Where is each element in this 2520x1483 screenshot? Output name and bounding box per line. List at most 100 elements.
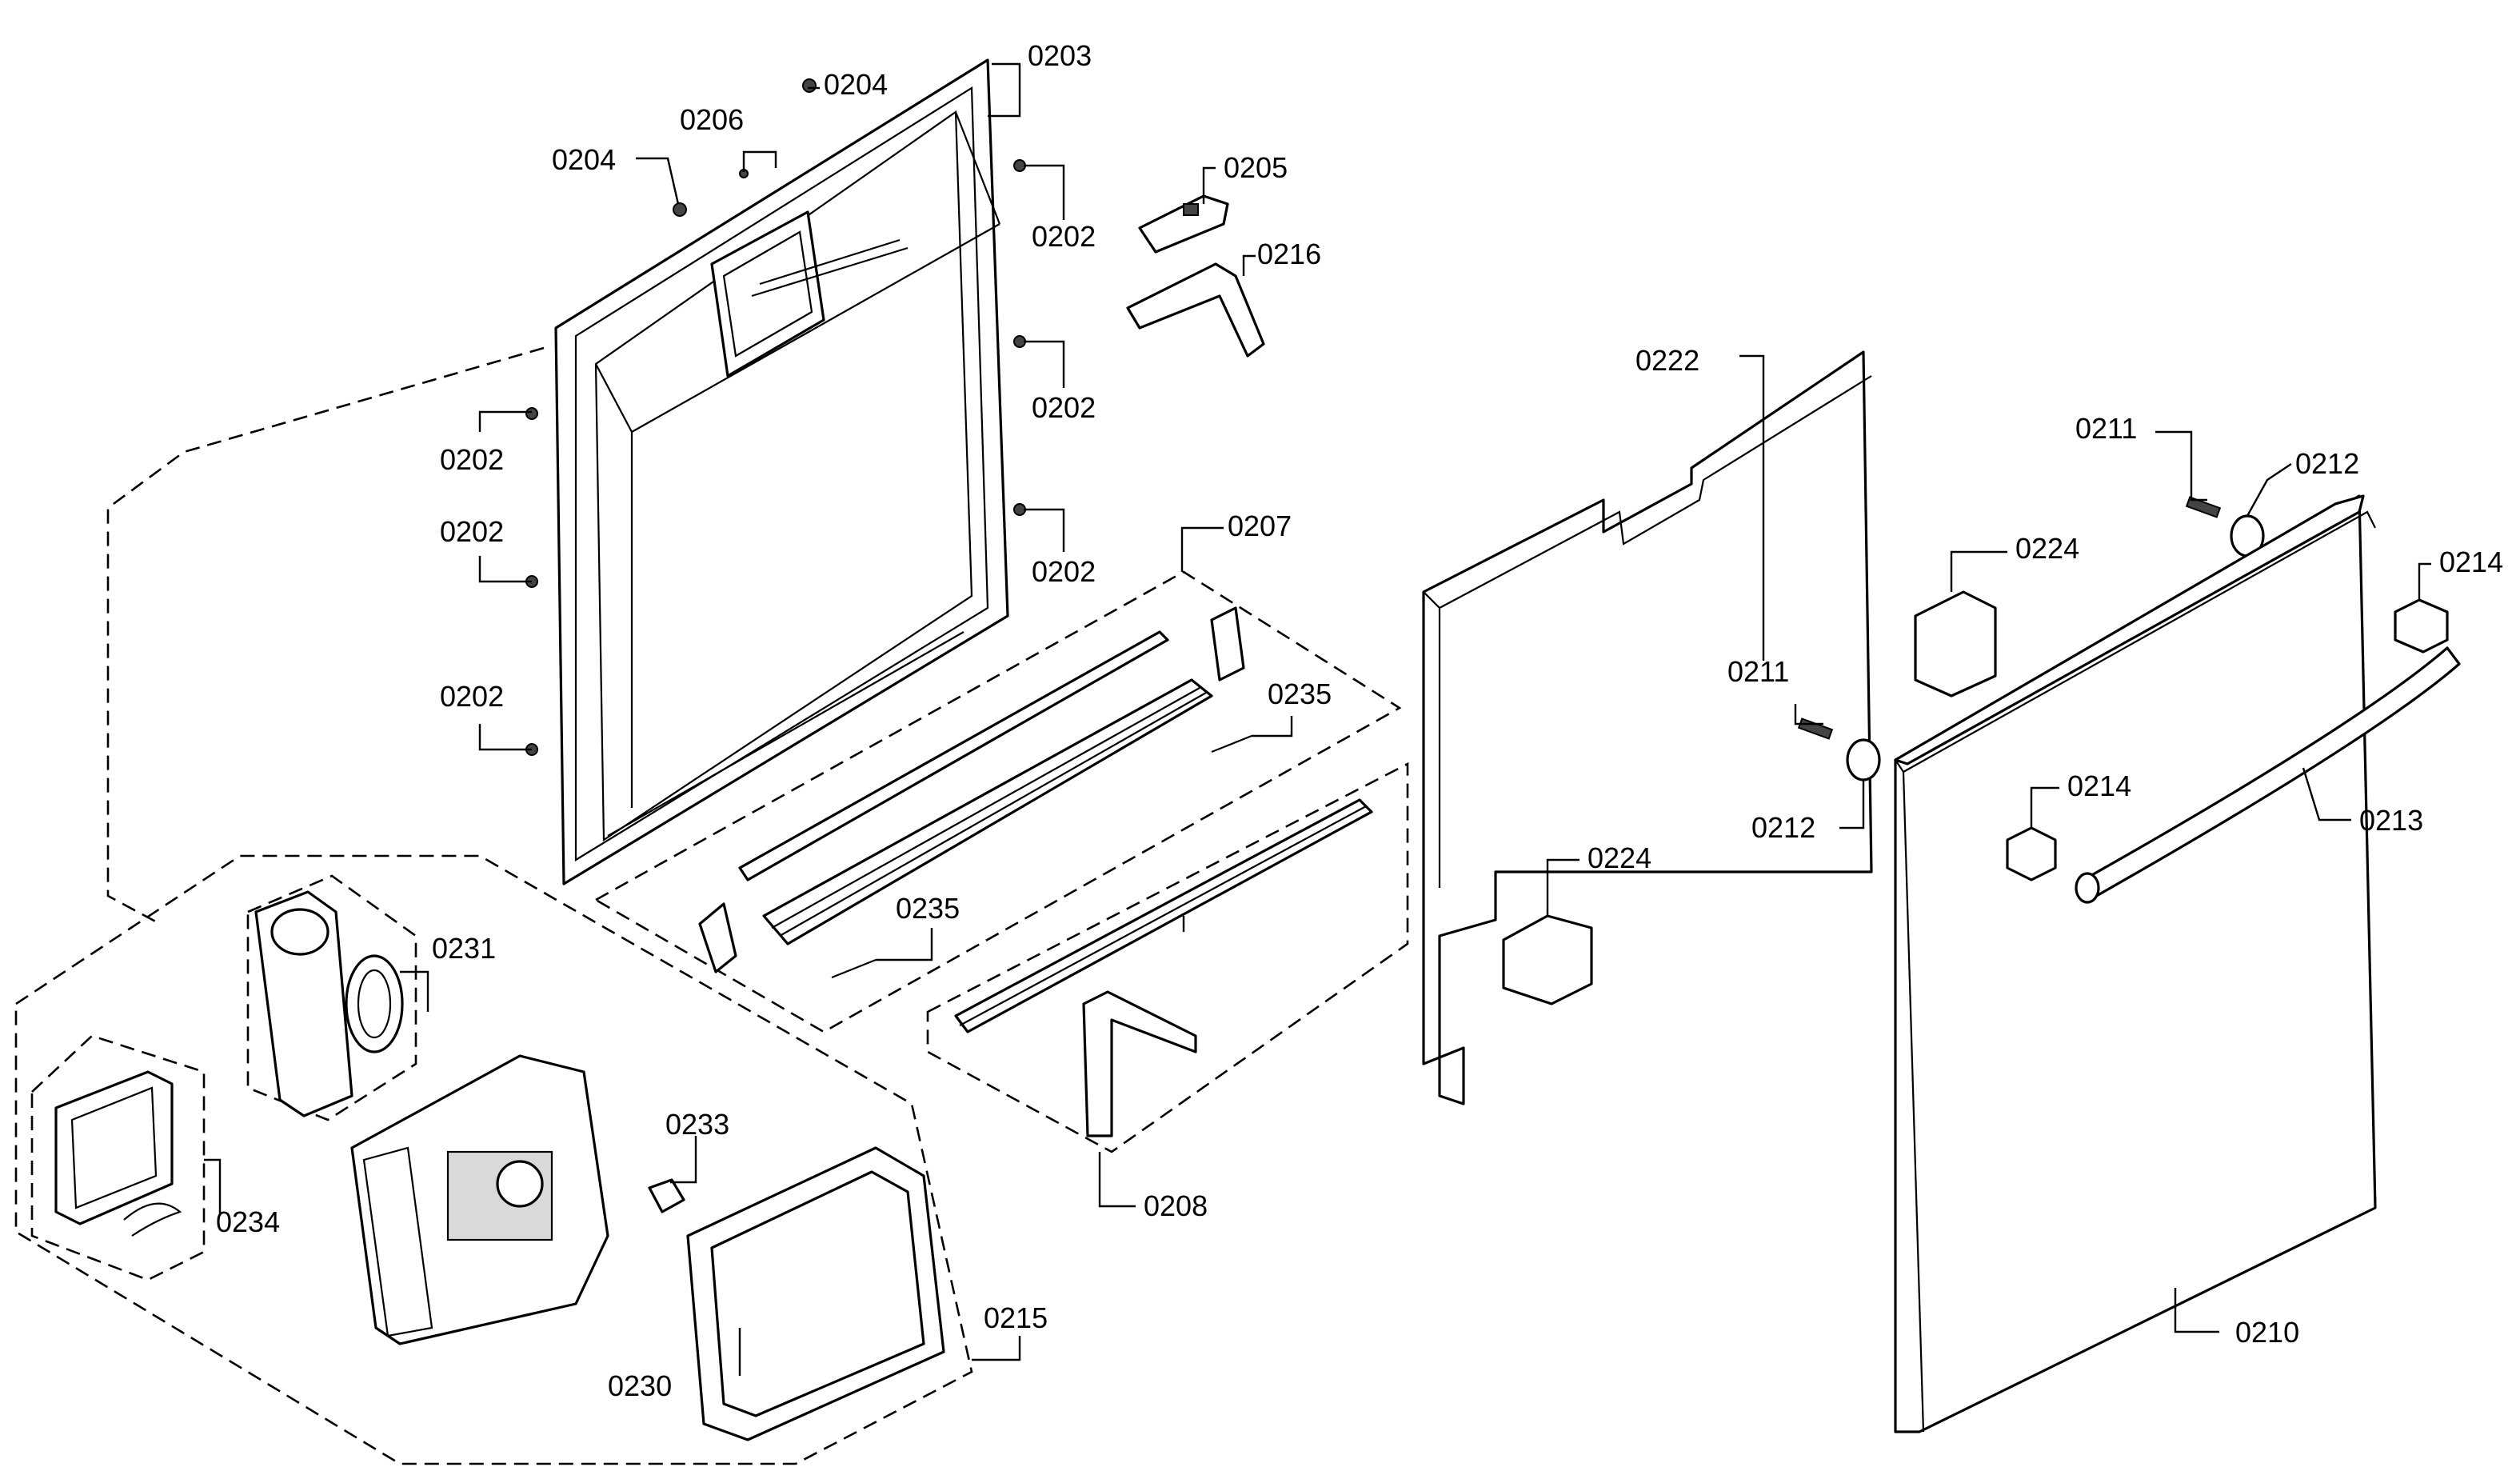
control-unit-group bbox=[54, 890, 945, 1441]
strip-top bbox=[738, 630, 1169, 881]
insulation-panel bbox=[1422, 350, 1873, 1105]
dashed-boundary-0231 bbox=[246, 874, 417, 1121]
callout-0230: 0230 bbox=[608, 1369, 672, 1402]
callout-0214: 0214 bbox=[2439, 546, 2503, 578]
dispenser-leader bbox=[751, 246, 909, 298]
outer-door-side-edge bbox=[1902, 771, 1925, 1433]
bottom-strip-assembly bbox=[698, 606, 1252, 979]
callout-0214: 0214 bbox=[2067, 769, 2131, 802]
strip-left-bracket bbox=[698, 902, 737, 973]
dashed-boundary-0207 bbox=[593, 570, 1402, 1033]
door-handle bbox=[2006, 598, 2461, 904]
outer-door-panel bbox=[1894, 494, 2377, 1433]
inner-door-inner-edge bbox=[574, 86, 989, 861]
inner-door-frame bbox=[554, 58, 1009, 885]
washer-icon bbox=[1846, 738, 1881, 781]
handle-0213 bbox=[2082, 646, 2461, 899]
callout-0205: 0205 bbox=[1224, 151, 1288, 184]
control-module-front bbox=[362, 1146, 433, 1337]
callout-0207: 0207 bbox=[1228, 510, 1292, 542]
callout-0210: 0210 bbox=[2235, 1316, 2299, 1349]
inner-door-corner-line-2 bbox=[595, 363, 633, 433]
inner-door-corner-line bbox=[954, 111, 1001, 225]
latch-0205-detail bbox=[1183, 203, 1199, 216]
seal-0231-inner bbox=[357, 969, 392, 1039]
callout-0211: 0211 bbox=[1727, 655, 1789, 688]
strip-main-line-2 bbox=[779, 692, 1207, 937]
callout-0224: 0224 bbox=[1587, 841, 1651, 874]
callout-0211: 0211 bbox=[2075, 412, 2137, 445]
group-boundaries bbox=[14, 346, 1409, 1465]
callout-0203: 0203 bbox=[1028, 39, 1092, 72]
rail-line bbox=[959, 805, 1367, 1026]
panel-0234-inner bbox=[70, 1086, 158, 1209]
panel-0234 bbox=[54, 1070, 174, 1225]
callout-0206: 0206 bbox=[680, 103, 744, 136]
callout-0202: 0202 bbox=[440, 443, 504, 476]
callout-0235: 0235 bbox=[896, 892, 960, 925]
callout-0212: 0212 bbox=[1751, 811, 1815, 844]
strip-main bbox=[762, 678, 1213, 945]
screw-icon bbox=[1013, 503, 1026, 516]
strip-main-line bbox=[771, 687, 1200, 929]
callout-0235: 0235 bbox=[1268, 678, 1332, 710]
screw-icon bbox=[525, 407, 538, 420]
hinge-rail bbox=[954, 798, 1373, 1137]
inner-door-outer-edge bbox=[554, 58, 1009, 885]
block-0224-upper bbox=[1914, 590, 1997, 698]
seal-0231 bbox=[345, 954, 404, 1053]
callout-0202: 0202 bbox=[1032, 391, 1096, 424]
callout-0231: 0231 bbox=[432, 932, 496, 965]
block-0224-lower bbox=[1502, 914, 1593, 1005]
dashed-boundary-0208 bbox=[926, 761, 1409, 1153]
clip-icon bbox=[1211, 734, 1252, 753]
callout-0234: 0234 bbox=[216, 1205, 280, 1238]
callout-0202: 0202 bbox=[1032, 220, 1096, 253]
callout-0224: 0224 bbox=[2015, 532, 2079, 565]
callout-0208: 0208 bbox=[1144, 1189, 1208, 1222]
callout-0202: 0202 bbox=[440, 680, 504, 713]
callout-0202: 0202 bbox=[1032, 555, 1096, 588]
screw-icon bbox=[1013, 335, 1026, 348]
dispenser-window-inner bbox=[722, 230, 813, 358]
clip-icon bbox=[831, 958, 877, 979]
gasket-0230-inner bbox=[710, 1170, 925, 1417]
screw-icon bbox=[673, 202, 687, 217]
dashed-boundary-0234 bbox=[30, 1034, 206, 1281]
callout-0202: 0202 bbox=[440, 515, 504, 548]
control-module-gear bbox=[496, 1160, 544, 1208]
bracket-blocks bbox=[1502, 590, 1997, 1005]
outer-door-corner bbox=[1895, 759, 1904, 773]
leader-lines bbox=[204, 62, 2431, 1376]
callout-0204: 0204 bbox=[552, 143, 616, 176]
screw-icon bbox=[1013, 159, 1026, 172]
knob-0233 bbox=[648, 1178, 685, 1213]
strip-end-bracket bbox=[1210, 606, 1245, 682]
rail-bracket bbox=[1082, 990, 1197, 1137]
callout-0215: 0215 bbox=[984, 1301, 1048, 1334]
callout-0213: 0213 bbox=[2359, 804, 2423, 837]
insulation-panel-front bbox=[1422, 350, 1873, 1105]
outer-door-top-lip bbox=[1894, 494, 2365, 765]
spring-0234 bbox=[123, 1202, 182, 1237]
dashed-boundary-inner-door bbox=[106, 346, 545, 925]
callout-0212: 0212 bbox=[2295, 447, 2359, 480]
screws bbox=[525, 78, 1026, 756]
screw-icon bbox=[802, 78, 817, 93]
screw-icon bbox=[2185, 496, 2222, 518]
outer-door-top-edge bbox=[1903, 510, 2376, 773]
handle-end bbox=[2075, 872, 2100, 904]
callout-0204: 0204 bbox=[824, 68, 888, 101]
callout-labels: 0203 0204 0206 0204 0202 0205 0216 0202 … bbox=[216, 39, 2503, 1402]
latch-0216 bbox=[1126, 262, 1265, 358]
dispenser-leader-2 bbox=[759, 238, 901, 286]
inner-door-bottom-lip bbox=[607, 631, 964, 837]
callout-0216: 0216 bbox=[1257, 238, 1321, 270]
callout-0233: 0233 bbox=[665, 1108, 729, 1141]
end-cap-0214-lower bbox=[2006, 826, 2057, 881]
inner-door-top-shelf bbox=[631, 223, 1000, 433]
dashed-boundary-control-unit bbox=[14, 854, 973, 1465]
latch-parts bbox=[1126, 194, 1265, 358]
dispenser-window bbox=[710, 210, 825, 378]
